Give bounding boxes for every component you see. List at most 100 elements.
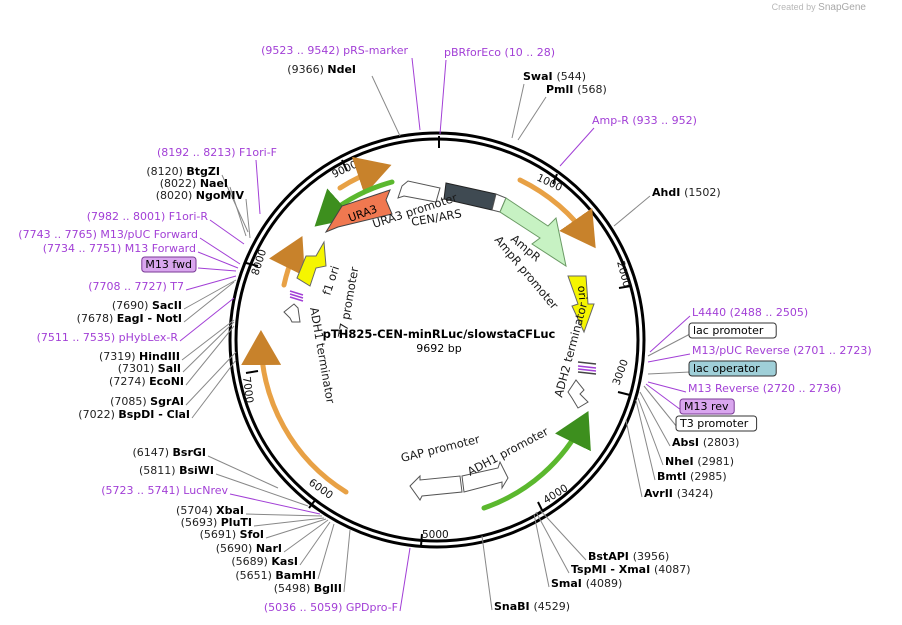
left-label-nari: (5690) NarI: [216, 542, 282, 555]
left-label-bamhi-position: (5651): [235, 569, 275, 582]
right-label-t3-promoter-text: T3 promoter: [679, 417, 749, 430]
right-label-tspmi-xmai: TspMI - XmaI (4087): [571, 563, 691, 576]
left-label-m13-forward: (7734 .. 7751) M13 Forward: [43, 242, 196, 255]
orange-arc-upper-left: [337, 156, 392, 195]
right-label-ahdi-position: (1502): [684, 186, 721, 199]
ura3-promoter-arrow: [397, 180, 441, 203]
left-label-sacii: (7690) SacII: [112, 299, 182, 312]
right-label-smai: SmaI (4089): [551, 577, 622, 590]
right-label-swai-enzyme: SwaI: [523, 70, 556, 83]
left-label-xbai-enzyme: XbaI: [216, 504, 244, 517]
right-leader-lac-operator: [647, 371, 691, 375]
right-label-absi-enzyme: AbsI: [672, 436, 703, 449]
right-label-amp-r: Amp-R (933 .. 952): [592, 114, 697, 127]
left-leader-bsrgi: [207, 455, 279, 489]
left-label-hindiii: (7319) HindIII: [99, 350, 180, 363]
left-label-gpdpro-f: (5036 .. 5059) GPDpro-F: [264, 601, 398, 614]
left-label-bspdi-clai-enzyme: BspDI - ClaI: [118, 408, 190, 421]
right-leader-l4440: [649, 315, 691, 353]
watermark-created-by: Created by: [771, 2, 816, 12]
backbone-inner-ring: [234, 137, 640, 543]
orange-arc-upper-right: [517, 177, 596, 249]
feature-arcs: [241, 156, 596, 511]
left-leader-m13-fwd: [197, 267, 237, 272]
left-label-ngomiv-position: (8020): [156, 189, 196, 202]
left-label-sali: (7301) SalI: [118, 362, 181, 375]
f1-ori-label: f1 ori: [320, 264, 343, 297]
adh1-terminator-label: ADH1 terminator: [307, 306, 338, 405]
adh2-terminator-label: ADH2 terminator: [551, 301, 590, 399]
right-label-avrii-position: (3424): [677, 487, 714, 500]
left-label-xbai: (5704) XbaI: [176, 504, 244, 517]
left-label-sali-enzyme: SalI: [158, 362, 181, 375]
tick-label-7000: 7000: [240, 376, 255, 404]
right-leader-m13-rev: [645, 383, 682, 411]
left-label-econi-enzyme: EcoNI: [149, 375, 184, 388]
left-label-sgrai: (7085) SgrAI: [110, 395, 184, 408]
left-label-kasi-position: (5689): [231, 555, 271, 568]
left-label-nari-position: (5690): [216, 542, 256, 555]
lac-region-marks: [577, 361, 597, 375]
right-label-bstapi-enzyme: BstAPI: [588, 550, 633, 563]
left-label-sacii-enzyme: SacII: [152, 299, 182, 312]
right-leader-amp-r: [559, 127, 595, 167]
left-label-hindiii-enzyme: HindIII: [139, 350, 180, 363]
left-label-prs-marker: (9523 .. 9542) pRS-marker: [261, 44, 408, 57]
orange-arc-lower-left: [241, 330, 349, 495]
right-label-absi-position: (2803): [703, 436, 740, 449]
right-label-bmti: BmtI (2985): [657, 470, 727, 483]
left-leader-m13-forward: [197, 251, 239, 269]
left-label-bsrgi-enzyme: BsrGI: [173, 446, 206, 459]
left-label-bglii: (5498) BglII: [274, 582, 342, 595]
left-label-sfoi-position: (5691): [200, 528, 240, 541]
t7-region-marks: [289, 290, 304, 302]
left-leader-f1ori-r: [209, 219, 245, 245]
left-label-sgrai-position: (7085): [110, 395, 150, 408]
right-label-nhei: NheI (2981): [665, 455, 734, 468]
left-leader-ngomiv: [245, 198, 251, 239]
left-label-econi-position: (7274): [109, 375, 149, 388]
right-leader-bmti: [635, 399, 656, 481]
left-label-sacii-position: (7690): [112, 299, 152, 312]
left-leader-gpdpro-f: [399, 547, 411, 612]
left-leader-nari: [283, 519, 329, 553]
left-leader-lucnrev: [229, 493, 321, 515]
left-leader-eagi-noti: [183, 281, 235, 323]
left-label-ndei: (9366) NdeI: [287, 63, 356, 76]
left-label-m13-puc-forward: (7743 .. 7765) M13/pUC Forward: [18, 228, 198, 241]
right-label-m13-rev-text: M13 rev: [684, 400, 729, 413]
left-leader-sgrai: [185, 351, 237, 406]
right-label-bstapi: BstAPI (3956): [588, 550, 669, 563]
right-label-t3-promoter: T3 promoter: [675, 415, 758, 432]
left-label-pluti-position: (5693): [181, 516, 221, 529]
left-label-sgrai-enzyme: SgrAI: [150, 395, 184, 408]
snapgene-logo-text: SnapGene: [818, 2, 866, 13]
left-label-eagi-noti-position: (7678): [77, 312, 117, 325]
left-label-m13-fwd: M13 fwd: [141, 256, 197, 273]
left-leader-sfoi: [265, 518, 327, 539]
left-label-xbai-position: (5704): [176, 504, 216, 517]
orange-arc-left: [269, 236, 305, 288]
right-label-lac-operator-text: lac operator: [693, 362, 760, 375]
left-leader-phyblex-r: [179, 297, 235, 342]
right-label-swai-position: (544): [556, 70, 586, 83]
left-label-nari-enzyme: NarI: [256, 542, 282, 555]
left-label-bamhi-enzyme: BamHI: [275, 569, 316, 582]
tick-label-5000: 5000: [422, 529, 449, 541]
gap-promoter-label: GAP promoter: [399, 432, 481, 465]
green-arc-lower-right: [481, 411, 591, 511]
left-label-kasi: (5689) KasI: [231, 555, 298, 568]
right-label-l4440: L4440 (2488 .. 2505): [692, 306, 808, 319]
right-leader-absi: [639, 391, 671, 447]
left-label-bglii-position: (5498): [274, 582, 314, 595]
left-label-ngomiv: (8020) NgoMIV: [156, 189, 245, 202]
right-label-m13-rev-box: [679, 398, 735, 415]
left-label-btgzi-position: (8120): [146, 165, 186, 178]
left-label-ndei-position: (9366): [287, 63, 327, 76]
right-label-bmti-position: (2985): [690, 470, 727, 483]
tick-label-3000: 3000: [611, 358, 631, 387]
right-label-smai-enzyme: SmaI: [551, 577, 586, 590]
right-leader-m13-reverse: [647, 381, 687, 393]
right-label-pmli: PmlI (568): [546, 83, 607, 96]
